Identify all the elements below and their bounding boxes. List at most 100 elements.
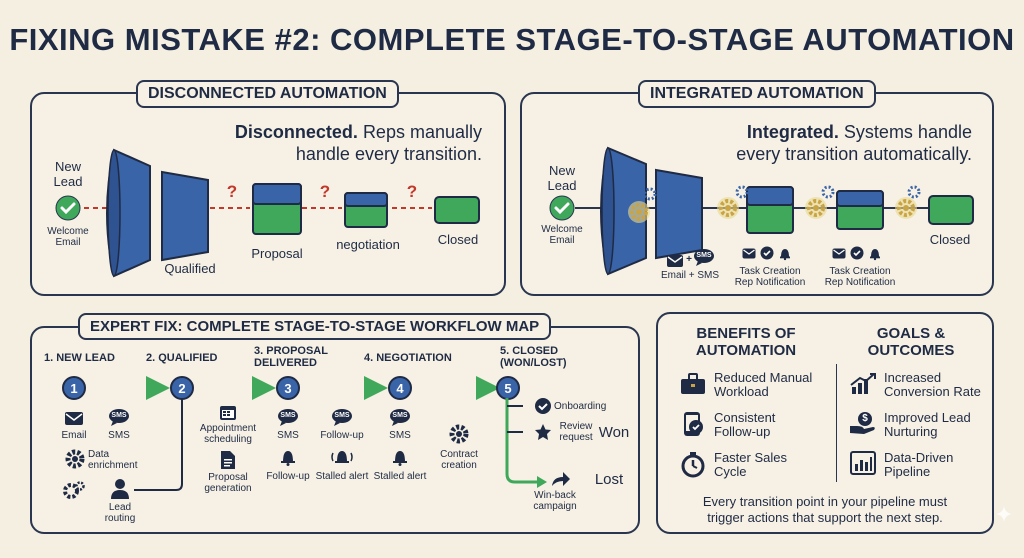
gear-icon xyxy=(821,185,835,199)
benefit-1: Reduced Manual Workload xyxy=(714,370,813,400)
check-circle-icon xyxy=(535,398,551,414)
stopwatch-icon xyxy=(681,452,705,478)
sms-bubble-icon xyxy=(694,249,714,266)
s3-sms-label: SMS xyxy=(277,430,299,441)
disc-new-lead-label: New Lead xyxy=(53,159,83,189)
benefit-3: Faster Sales Cycle xyxy=(714,450,787,480)
alert-bell-icon xyxy=(331,451,353,463)
int-sms-badge: SMS xyxy=(696,252,712,259)
gear-icon xyxy=(735,185,749,199)
s3-stalled-label: Stalled alert xyxy=(315,471,369,482)
integrated-label: INTEGRATED AUTOMATION xyxy=(638,80,876,108)
integrated-heading: Integrated. Systems handle every transit… xyxy=(660,122,972,165)
disc-welcome-email: Welcome Email xyxy=(47,226,89,248)
star-icon xyxy=(535,424,551,440)
s4-sms-badge: SMS xyxy=(392,412,408,419)
stage-num-3: 3 xyxy=(284,381,292,396)
s1-lead-routing: Lead routing xyxy=(104,502,136,524)
disconnected-heading-bold: Disconnected. xyxy=(234,122,358,142)
disc-funnel-top xyxy=(106,148,151,278)
share-arrow-icon xyxy=(552,472,570,486)
person-icon xyxy=(111,479,129,499)
goal-dollar: $ xyxy=(862,413,868,424)
disc-connectors xyxy=(84,207,432,209)
int-funnel-top xyxy=(600,146,647,276)
gear-icon xyxy=(643,187,657,201)
goal-2: Improved Lead Nurturing xyxy=(884,410,971,440)
s1-sms-label: SMS xyxy=(108,430,130,441)
integrated-heading-bold: Integrated. xyxy=(746,122,839,142)
plus-sign: + xyxy=(686,254,692,265)
int-closed-stage xyxy=(928,195,974,225)
disc-proposal-stage xyxy=(252,183,302,235)
s1-email-label: Email xyxy=(61,430,87,441)
email-icon xyxy=(667,255,683,267)
money-hand-icon xyxy=(850,412,875,434)
s5-onboarding-label: Onboarding xyxy=(554,401,607,412)
gear-icon xyxy=(907,185,921,199)
s5-lost-label: Lost xyxy=(594,471,624,488)
stage-num-4: 4 xyxy=(396,381,404,396)
disconnected-heading-rest1: Reps manually xyxy=(362,122,482,142)
gear-icon xyxy=(621,225,635,239)
gear-icon xyxy=(628,201,650,223)
lead-routing-connector xyxy=(134,398,183,491)
stage-num-5: 5 xyxy=(504,381,512,396)
s4-stalled-label: Stalled alert xyxy=(373,471,427,482)
s3-followup-badge: SMS xyxy=(334,412,350,419)
gear-icon xyxy=(895,197,917,219)
benefits-goals-panel xyxy=(656,312,994,534)
s3-followup2-label: Follow-up xyxy=(266,471,310,482)
disc-negotiation-stage xyxy=(344,192,388,228)
workflow-label: EXPERT FIX: COMPLETE STAGE-TO-STAGE WORK… xyxy=(78,313,552,340)
s5-winback-label: Win-back campaign xyxy=(533,490,577,512)
stage-num-2: 2 xyxy=(178,381,186,396)
gears-icon xyxy=(63,481,85,499)
s5-won-label: Won xyxy=(598,424,630,441)
stage-title-4: 4. NEGOTIATION xyxy=(364,352,452,364)
bell-icon xyxy=(393,451,407,466)
disconnected-heading: Disconnected. Reps manually handle every… xyxy=(180,122,482,165)
s1-sms-badge: SMS xyxy=(111,412,127,419)
closed-branches xyxy=(505,398,547,488)
sparkle-icon xyxy=(996,506,1012,522)
phone-check-icon xyxy=(684,412,703,436)
disc-gap-mark-3: ? xyxy=(406,182,418,201)
s4-contract-label: Contract creation xyxy=(440,449,478,471)
int-qualified-stage xyxy=(655,168,703,260)
benefits-header: BENEFITS OF AUTOMATION xyxy=(695,325,797,359)
stage-num-1: 1 xyxy=(70,381,78,396)
sms-bubble-icon xyxy=(278,409,298,426)
disconnected-heading-rest2: handle every transition. xyxy=(295,143,482,164)
check-badge-icon xyxy=(760,246,774,260)
email-icon xyxy=(742,248,756,259)
int-welcome-email: Welcome Email xyxy=(541,224,583,246)
bell-icon xyxy=(281,451,295,466)
stage-node-4 xyxy=(388,376,412,400)
int-new-lead-label: New Lead xyxy=(547,163,577,193)
disc-check-icon xyxy=(55,195,81,221)
bell-icon xyxy=(780,249,790,261)
integrated-heading-rest2: every transition automatically. xyxy=(736,143,972,164)
int-negotiation-stage xyxy=(836,190,884,230)
disc-qualified-label: Qualified xyxy=(164,261,216,276)
stage-node-3 xyxy=(276,376,300,400)
disc-closed-stage xyxy=(434,196,480,224)
gear-icon xyxy=(449,424,469,444)
email-icon xyxy=(65,412,83,425)
goal-1: Increased Conversion Rate xyxy=(884,370,981,400)
check-badge-icon xyxy=(850,246,864,260)
int-check-icon xyxy=(549,195,575,221)
s1-data-enrichment: Data enrichment xyxy=(88,449,138,471)
int-task-creation-1: Task Creation Rep Notification xyxy=(734,266,806,288)
bar-chart-icon xyxy=(850,451,876,475)
disc-closed-label: Closed xyxy=(437,232,479,247)
s2-appointment: Appointment scheduling xyxy=(199,423,257,445)
disc-gap-mark-1: ? xyxy=(226,182,238,201)
s4-sms-label: SMS xyxy=(389,430,411,441)
stage-title-5: 5. CLOSED (WON/LOST) xyxy=(500,345,567,370)
s3-sms-badge: SMS xyxy=(280,412,296,419)
page-title: FIXING MISTAKE #2: COMPLETE STAGE-TO-STA… xyxy=(9,22,1015,57)
s3-followup-label: Follow-up xyxy=(320,430,364,441)
stage-node-1 xyxy=(62,376,86,400)
